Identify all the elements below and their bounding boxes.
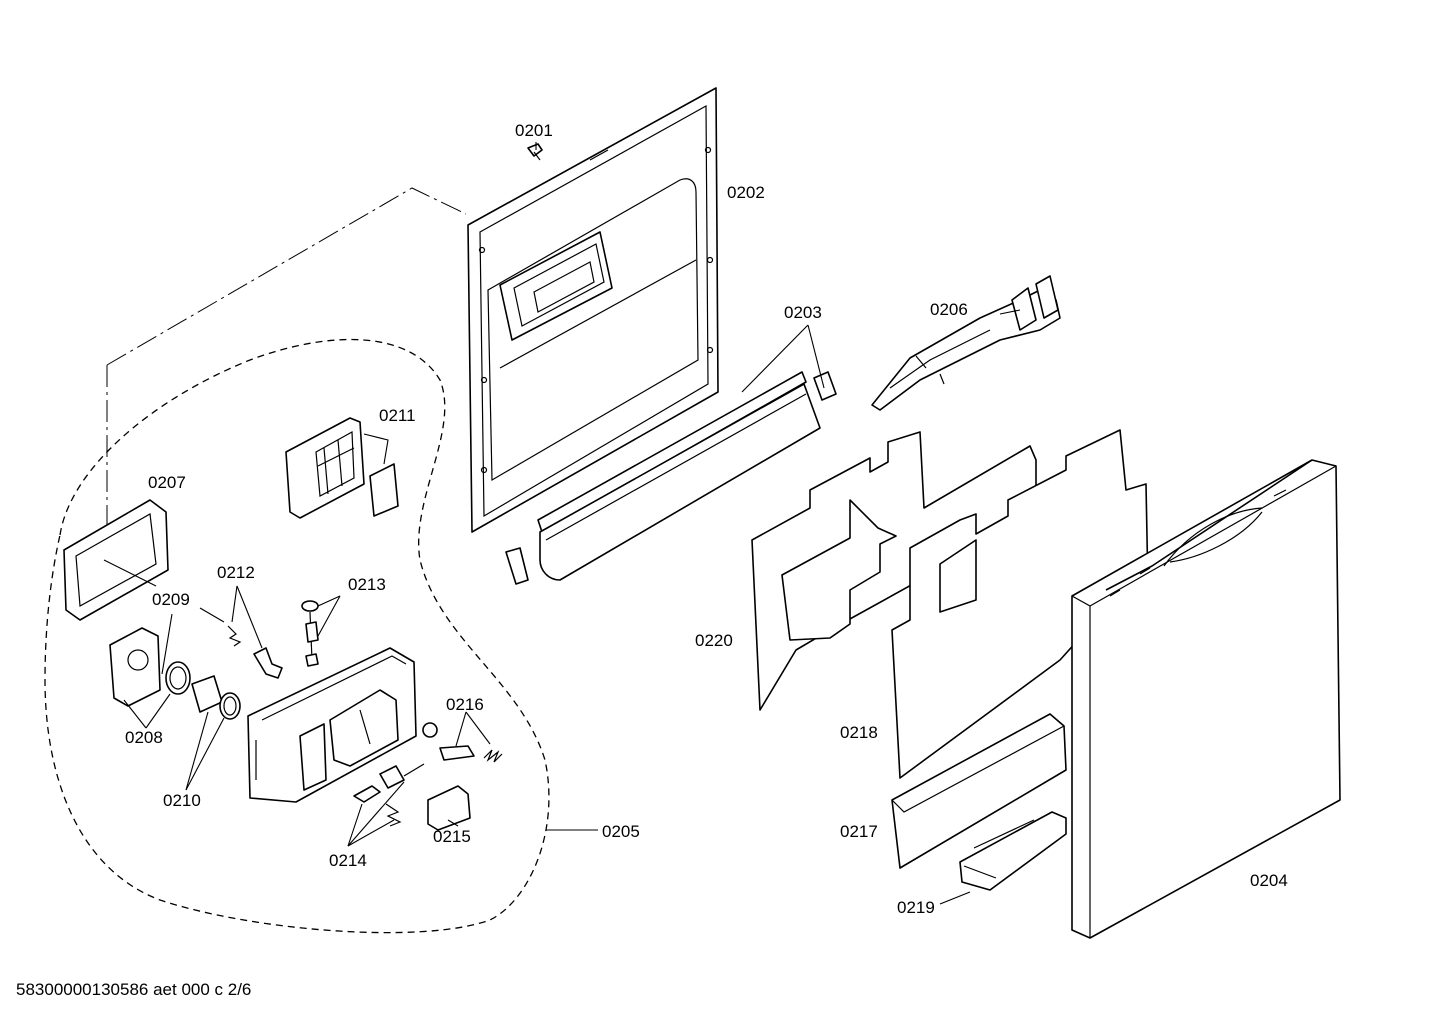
part-0206-hinge-bracket <box>871 275 1061 411</box>
leader-lines <box>103 142 1021 905</box>
part-0212-spring-lever <box>227 625 283 679</box>
part-0201-screw <box>527 143 543 161</box>
drawing-reference-footer: 58300000130586 aet 000 c 2/6 <box>16 980 252 999</box>
label-0216: 0216 <box>446 695 484 714</box>
label-0213: 0213 <box>348 575 386 594</box>
label-0206: 0206 <box>930 300 968 319</box>
label-0205: 0205 <box>602 822 640 841</box>
part-0213-pin <box>301 600 319 667</box>
label-0219: 0219 <box>897 898 935 917</box>
part-0208-bracket <box>109 627 161 707</box>
subassembly-boundary-0205 <box>44 338 550 934</box>
part-0204-outer-door <box>1071 459 1341 939</box>
label-0215: 0215 <box>433 827 471 846</box>
part-0211-filter-cover <box>285 417 399 519</box>
label-0209: 0209 <box>152 590 190 609</box>
label-0207: 0207 <box>148 473 186 492</box>
part-0219-handle <box>959 811 1067 891</box>
assembly-reference-line <box>106 187 467 366</box>
label-0201: 0201 <box>515 121 553 140</box>
part-0210-rings <box>165 661 241 720</box>
part-0207-seal-frame <box>63 499 169 621</box>
part-0220-insulation-panel <box>751 431 1037 711</box>
label-0204: 0204 <box>1250 871 1288 890</box>
label-0210: 0210 <box>163 791 201 810</box>
part-0202-inner-door <box>467 87 719 533</box>
part-dispenser-housing <box>247 647 417 803</box>
label-0202: 0202 <box>727 183 765 202</box>
label-0211: 0211 <box>379 406 416 425</box>
part-0214-levers-springs <box>353 763 425 827</box>
part-0216-ball-lever-spring <box>422 722 503 763</box>
label-0217: 0217 <box>840 822 878 841</box>
part-0215-block <box>427 785 471 831</box>
label-0212: 0212 <box>217 563 255 582</box>
label-0220: 0220 <box>695 631 733 650</box>
label-0208: 0208 <box>125 728 163 747</box>
part-0217-strip-panel <box>891 713 1067 869</box>
label-0214: 0214 <box>329 851 367 870</box>
part-0203-strip <box>505 371 837 585</box>
label-0218: 0218 <box>840 723 878 742</box>
label-0203: 0203 <box>784 303 822 322</box>
